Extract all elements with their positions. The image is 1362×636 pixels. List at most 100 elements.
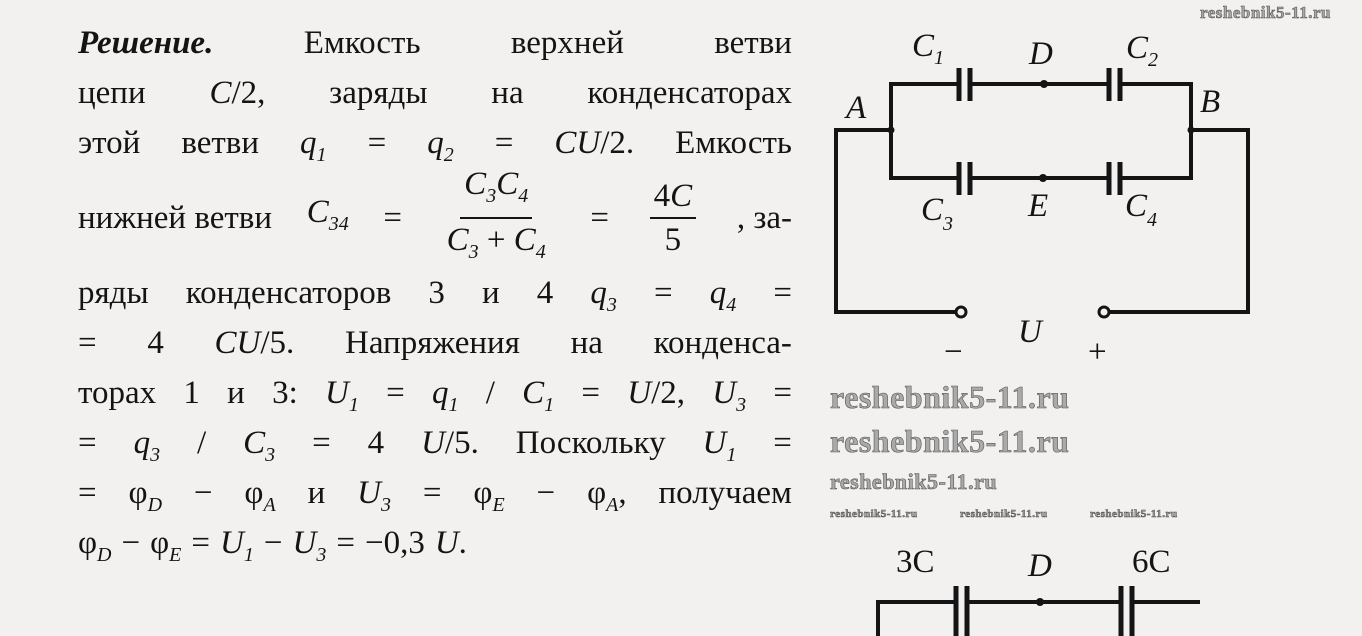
text-run: 3 [428,275,445,311]
text-run: C/2, [209,75,266,111]
label-e: E [1027,188,1048,224]
text-run: 4 [367,425,385,461]
label-c3: C3 [921,192,953,235]
text-run: U3 [357,475,391,516]
text-run: φA [244,475,276,516]
text-run: φE [473,475,505,516]
text-run: ветви [181,125,260,161]
text-run: 1 [183,375,200,411]
text-run: нижней ветви [78,200,273,236]
label-minus: − [944,334,963,370]
label-c4: C4 [1125,188,1157,231]
text-run: = [773,375,792,411]
text-run: = [78,425,97,461]
text-run: и [307,475,326,511]
text-run: φA, [587,475,627,516]
text-run: C [670,178,693,214]
text-run: = [773,425,792,461]
text-run: C3 [243,425,276,466]
text-run: − [536,475,556,511]
text-run: цепи [78,75,146,111]
text-run: U3 [292,525,327,566]
label-a: A [844,90,867,126]
text-run: φE [150,525,182,566]
watermark: reshebnik5-11.ru [1200,3,1331,22]
text-run: = [383,200,402,236]
text-run: C3 [446,222,479,263]
text-run: Емкость [675,125,792,161]
label-d: D [1028,36,1053,72]
label-3c: 3C [896,544,935,580]
text-run: = [773,275,792,311]
label-6c: 6C [1132,544,1171,580]
text-run: = [78,475,97,511]
watermark: reshebnik5-11.ru [830,423,1070,459]
fraction-numerator: C3C4 [460,163,533,219]
text-run: CU/2. [554,125,635,161]
text-run: = [654,275,673,311]
text-run: и [482,275,500,311]
text-run: 4 [147,325,164,361]
text-run: на [570,325,603,361]
text-run: U/5. [421,425,479,461]
text-run: 4 [536,275,554,311]
fraction-denominator: C3 + C4 [443,219,550,273]
text-run: Поскольку [515,425,666,461]
watermark: reshebnik5-11.ru [1090,508,1178,521]
text-run: U. [434,525,467,561]
watermark: reshebnik5-11.ru [830,508,918,521]
text-run: q2 [427,125,454,166]
text-run: / [197,425,207,461]
text-run: = [312,425,331,461]
text-run: C4 [513,222,546,263]
terminals [954,305,1111,319]
text-run: U/2, [627,375,686,411]
text-run: − [121,525,141,561]
text-run: Решение. [78,25,214,61]
text-run: Емкость [303,25,421,61]
text-run: = [422,475,442,511]
text-run: на [491,75,524,111]
text-run: U1 [324,375,359,416]
next-circuit-partial: 3C D 6C [876,544,1200,636]
label-plus: + [1088,334,1107,370]
text-run: U3 [712,375,747,416]
text-run: = [386,375,405,411]
text-run: торах [78,375,157,411]
text-run: / [485,375,495,411]
text-run: C4 [496,166,529,207]
text-run: конденсаторах [587,75,792,111]
circuit-nodes [887,80,1195,182]
text-run: = [494,125,514,161]
watermark: reshebnik5-11.ru [830,379,1070,415]
label-b: B [1200,84,1220,120]
text-run: конденсаторов [185,275,392,311]
text-run: ветви [714,25,792,61]
text-run: q1 [431,375,459,416]
label-u: U [1018,314,1044,350]
text-run: конденса- [653,325,792,361]
text-run: 3: [272,375,298,411]
text-run: C34 [306,194,349,235]
text-run: 5 [664,222,682,258]
text-run: + [478,222,514,258]
watermark: reshebnik5-11.ru [830,469,998,494]
text-run: − [263,525,283,561]
text-run: C3 [464,166,497,207]
circuit-wires [834,82,1250,314]
text-run: C1 [522,375,555,416]
text-run: = [367,125,387,161]
